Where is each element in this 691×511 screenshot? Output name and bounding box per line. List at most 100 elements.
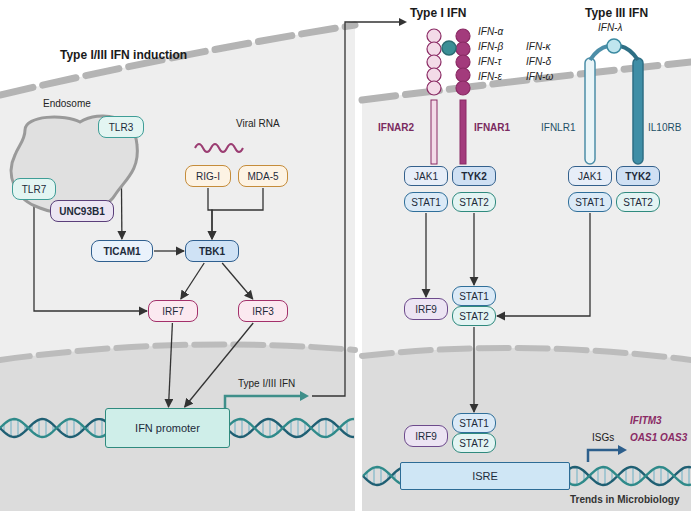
protein-box: STAT2 — [452, 306, 496, 326]
panel-title: Type III IFN — [585, 6, 648, 20]
isg-gene-arrow — [588, 450, 618, 462]
protein-box: ISRE — [400, 462, 570, 490]
protein-box: STAT1 — [404, 192, 448, 212]
protein-name: TICAM1 — [103, 246, 140, 257]
protein-name: STAT2 — [459, 311, 489, 322]
factor-box: IRF7 — [148, 300, 198, 322]
protein-box: STAT1 — [568, 192, 612, 212]
protein-box: IRF9 — [404, 298, 448, 320]
gene-name: OAS3 — [660, 432, 687, 443]
receptor-name: IFNLR1 — [541, 122, 575, 133]
protein-name: IFN promoter — [135, 422, 200, 434]
receptor-name: IL10RB — [648, 122, 681, 133]
protein-box: STAT1 — [452, 413, 496, 433]
dna-helix — [0, 419, 691, 485]
ifn-name: IFN-τ — [478, 56, 501, 67]
protein-name: UNC93B1 — [59, 206, 105, 217]
ifn-name: IFN-λ — [598, 22, 622, 33]
protein-name: TYK2 — [625, 171, 651, 182]
panel-title: Type I/III IFN induction — [60, 48, 187, 62]
ifn-name: IFN-ε — [478, 71, 502, 82]
receptor-box: TLR3 — [98, 116, 144, 138]
panel-title: Type I IFN — [410, 6, 466, 20]
right-nucleus — [362, 348, 691, 511]
ifn-name: IFN-κ — [526, 41, 550, 52]
left-cytoplasm — [0, 25, 355, 511]
protein-name: IRF9 — [415, 304, 437, 315]
signal-arrow — [425, 213, 426, 297]
chaperone-box: UNC93B1 — [50, 200, 114, 222]
ifn-name: IFN-ω — [526, 71, 553, 82]
gene-name: OAS1 — [630, 432, 657, 443]
protein-name: STAT1 — [575, 197, 605, 208]
protein-name: ISRE — [472, 470, 498, 482]
gene-label: ISGs — [592, 432, 614, 443]
signal-arrow — [473, 213, 474, 285]
ifnlr1-receptor — [585, 58, 595, 164]
gene-label: ISGs — [592, 432, 614, 443]
protein-box: STAT2 — [616, 192, 660, 212]
protein-name: JAK1 — [414, 171, 438, 182]
ifn-name: IFN-α — [478, 26, 503, 37]
receptor-name: IFNAR1 — [474, 122, 510, 133]
protein-name: STAT1 — [459, 291, 489, 302]
panel-title: Type I/III IFN induction — [60, 48, 187, 62]
signal-arrow — [222, 263, 253, 299]
ifn-name: IFN-λ — [598, 22, 622, 33]
protein-name: RIG-I — [196, 171, 220, 182]
receptors — [427, 29, 470, 164]
compartment-label: Endosome — [43, 98, 91, 109]
right-nuclear-membrane — [362, 348, 691, 360]
panel-title: Type III IFN — [585, 6, 648, 20]
protein-box: STAT2 — [452, 192, 496, 212]
protein-box: JAK1 — [568, 166, 612, 186]
protein-name: IRF9 — [415, 431, 437, 442]
protein-name: IRF7 — [162, 306, 184, 317]
protein-box: STAT2 — [452, 433, 496, 453]
secretion-line — [312, 22, 400, 396]
isg-gene-arrowhead — [618, 445, 627, 455]
gene-name: OAS3 — [660, 432, 687, 443]
left-nuclear-membrane — [0, 344, 355, 360]
gene-name: IFITM3 — [630, 415, 662, 426]
signal-arrow — [169, 323, 173, 407]
signal-arrow — [212, 188, 263, 239]
receptor-name: IFNAR1 — [474, 122, 510, 133]
protein-name: STAT1 — [459, 418, 489, 429]
receptor-name: IFNLR1 — [541, 122, 575, 133]
ifn-name: IFN-ε — [478, 71, 502, 82]
ifn-name: IFN-β — [478, 41, 503, 52]
ifn-name: IFN-τ — [478, 56, 501, 67]
ifn-lambda-ligand — [607, 39, 621, 53]
signal-arrow — [473, 327, 474, 412]
kinase-box: TBK1 — [185, 240, 239, 262]
left-nucleus — [0, 344, 355, 511]
left-membrane — [0, 25, 355, 95]
promoter-box: IFN promoter — [105, 408, 230, 448]
receptor-box: TLR7 — [12, 178, 56, 200]
ifn-name: IFN-α — [478, 26, 503, 37]
adaptor-box: TICAM1 — [91, 240, 153, 262]
factor-box: IRF3 — [238, 300, 288, 322]
gene-label: Type I/III IFN — [238, 378, 295, 389]
protein-name: STAT2 — [459, 438, 489, 449]
protein-box: TYK2 — [616, 166, 660, 186]
protein-name: STAT2 — [459, 197, 489, 208]
receptor-name: IFNAR2 — [378, 122, 414, 133]
viral-rna — [195, 144, 243, 152]
il10rb-receptor — [633, 58, 643, 164]
signal-arrow — [497, 213, 590, 316]
sensor-box: MDA-5 — [238, 165, 288, 187]
protein-name: TLR7 — [22, 184, 46, 195]
protein-name: IRF3 — [252, 306, 274, 317]
type-i-ifn-ligand — [442, 41, 456, 55]
ifn-gene-arrowhead — [300, 391, 309, 401]
protein-name: MDA-5 — [247, 171, 278, 182]
ifnlr1-arm — [590, 46, 608, 60]
journal-mark: Trends in Microbiology — [570, 494, 679, 505]
signal-arrow — [181, 263, 204, 299]
receptor-name: IL10RB — [648, 122, 681, 133]
signal-arrow — [154, 250, 184, 251]
rna-label: Viral RNA — [236, 118, 280, 129]
protein-box: IRF9 — [404, 425, 448, 447]
